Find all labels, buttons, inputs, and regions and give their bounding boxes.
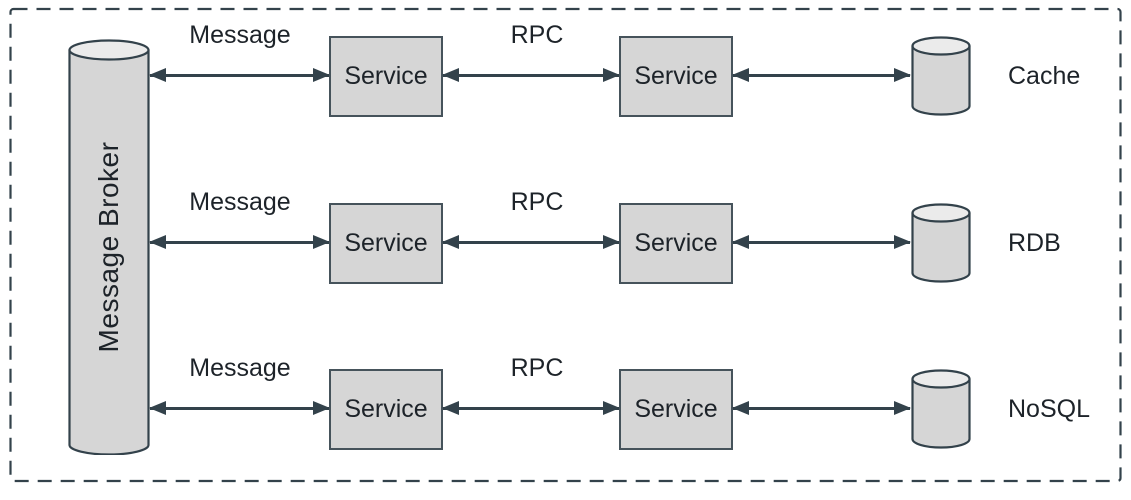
flow-row-nosql: Message RPC Service Service NoSQL bbox=[0, 354, 1131, 450]
rpc-edge-label: RPC bbox=[510, 188, 564, 216]
service-box: Service bbox=[619, 36, 733, 117]
service-box: Service bbox=[329, 203, 443, 284]
bidirectional-arrow-service-datastore bbox=[732, 235, 911, 249]
cylinder-shape-icon bbox=[68, 39, 150, 456]
bidirectional-arrow-broker-service bbox=[149, 235, 330, 249]
bidirectional-arrow-service-service bbox=[442, 401, 620, 415]
service-label: Service bbox=[634, 229, 718, 257]
rpc-edge-label: RPC bbox=[510, 354, 564, 382]
rpc-edge-label: RPC bbox=[510, 21, 564, 49]
message-edge-label: Message bbox=[189, 354, 291, 382]
message-edge-label: Message bbox=[189, 188, 291, 216]
message-edge-label: Message bbox=[189, 21, 291, 49]
database-cylinder-icon bbox=[911, 203, 971, 283]
service-box: Service bbox=[619, 203, 733, 284]
flow-row-rdb: Message RPC Service Service RDB bbox=[0, 188, 1131, 284]
bidirectional-arrow-service-service bbox=[442, 68, 620, 82]
message-broker-cylinder: Message Broker bbox=[68, 39, 150, 456]
bidirectional-arrow-service-datastore bbox=[732, 68, 911, 82]
datastore-label: RDB bbox=[1008, 229, 1061, 257]
bidirectional-arrow-service-datastore bbox=[732, 401, 911, 415]
bidirectional-arrow-broker-service bbox=[149, 401, 330, 415]
service-label: Service bbox=[634, 395, 718, 423]
service-box: Service bbox=[619, 369, 733, 450]
service-box: Service bbox=[329, 36, 443, 117]
datastore-label: Cache bbox=[1008, 62, 1081, 90]
datastore-label: NoSQL bbox=[1008, 395, 1090, 423]
flow-row-cache: Message RPC Service Service Cache bbox=[0, 21, 1131, 117]
service-label: Service bbox=[344, 62, 428, 90]
service-box: Service bbox=[329, 369, 443, 450]
database-cylinder-icon bbox=[911, 369, 971, 449]
database-cylinder-icon bbox=[911, 36, 971, 116]
service-label: Service bbox=[634, 62, 718, 90]
service-label: Service bbox=[344, 395, 428, 423]
bidirectional-arrow-service-service bbox=[442, 235, 620, 249]
bidirectional-arrow-broker-service bbox=[149, 68, 330, 82]
service-label: Service bbox=[344, 229, 428, 257]
